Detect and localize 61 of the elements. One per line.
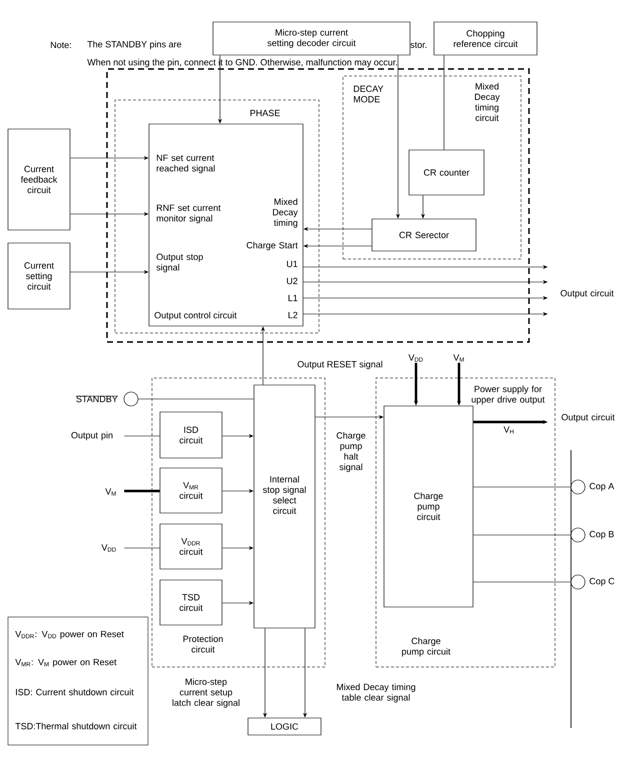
edge-label: Charge pump halt signal [330,431,372,473]
process-box: TSD circuit [160,580,222,626]
box-label: U1 [286,260,298,268]
pin-label: Cop A [590,482,614,492]
process-box: CR Serector [372,218,476,252]
edge-label: Micro-step current setup latch clear signal [160,677,252,709]
process-box: Internal stop signal select circuit [254,384,316,628]
box-label: NF set current reached signal [156,154,215,174]
box-label: Output control circuit [154,312,237,320]
pin-circle [570,480,586,494]
connector-line [473,534,571,536]
pin-circle [570,528,586,542]
process-box: V$_{MR}$ circuit [160,468,222,514]
key-entry: ISD: Current shutdown circuit [16,688,134,696]
signal-label: V$_{M}$ [105,488,116,496]
note-text: The STANDBY pins are [87,40,182,50]
process-box: CR counter [408,150,484,196]
connector-line [138,398,254,400]
pin-circle [570,574,586,590]
signal-label: V$_{M}$ [453,354,464,362]
note-text: Note: [50,42,71,48]
process-box: Chopping reference circuit [434,22,538,56]
box-label: L1 [288,294,298,302]
signal-label: Output circuit [560,290,614,298]
dashed-frame [106,68,530,343]
edge-label: V$_{H}$ [502,425,516,435]
pin-circle [124,392,138,406]
process-box: Current feedback circuit [8,128,70,230]
connector-line [124,490,160,492]
process-box: ISD circuit [160,412,222,458]
signal-label: V$_{DD}$ [101,544,116,552]
box-label: Mixed Decay timing circuit [474,82,500,122]
edge-label: Output RESET signal [296,360,384,370]
box-label: RNF set current monitor signal [156,204,221,224]
caption-text: Power supply for upper drive output [472,386,545,404]
pin-label: STANDBY [76,396,118,402]
signal-label: Output pin [71,432,112,440]
note-text: stor. [410,42,426,48]
key-entry: V$_{MR}$: V$_{M}$ power on Reset [15,658,116,668]
signal-label: Output circuit [562,414,615,422]
box-label: PHASE [250,110,280,116]
box-label: Charge Start [246,242,298,250]
box-label: DECAY MODE [354,86,384,102]
pin-label: Cop C [590,578,614,586]
box-label: Charge pump circuit [402,638,450,656]
process-box: V$_{DDR}$ circuit [160,524,222,570]
box-label: Mixed Decay timing [273,198,298,228]
process-box: Micro-step current setting decoder circuit [212,22,410,56]
key-entry: V$_{DDR}$: V$_{DD}$ power on Reset [15,630,124,640]
connector-line [473,486,571,488]
process-box: Charge pump circuit [384,406,474,608]
box-label: Protection circuit [183,635,223,653]
box-label: L2 [288,312,298,318]
process-box: Current setting circuit [8,242,70,310]
signal-label: V$_{DD}$ [408,354,423,362]
box-label: U2 [286,278,298,284]
edge-label: Mixed Decay timing table clear signal [328,682,424,704]
box-label: Output stop signal [156,254,203,272]
key-entry: TSD:Thermal shutdown circuit [15,722,137,730]
pin-label: Cop B [590,530,614,540]
process-box: LOGIC [248,718,322,736]
